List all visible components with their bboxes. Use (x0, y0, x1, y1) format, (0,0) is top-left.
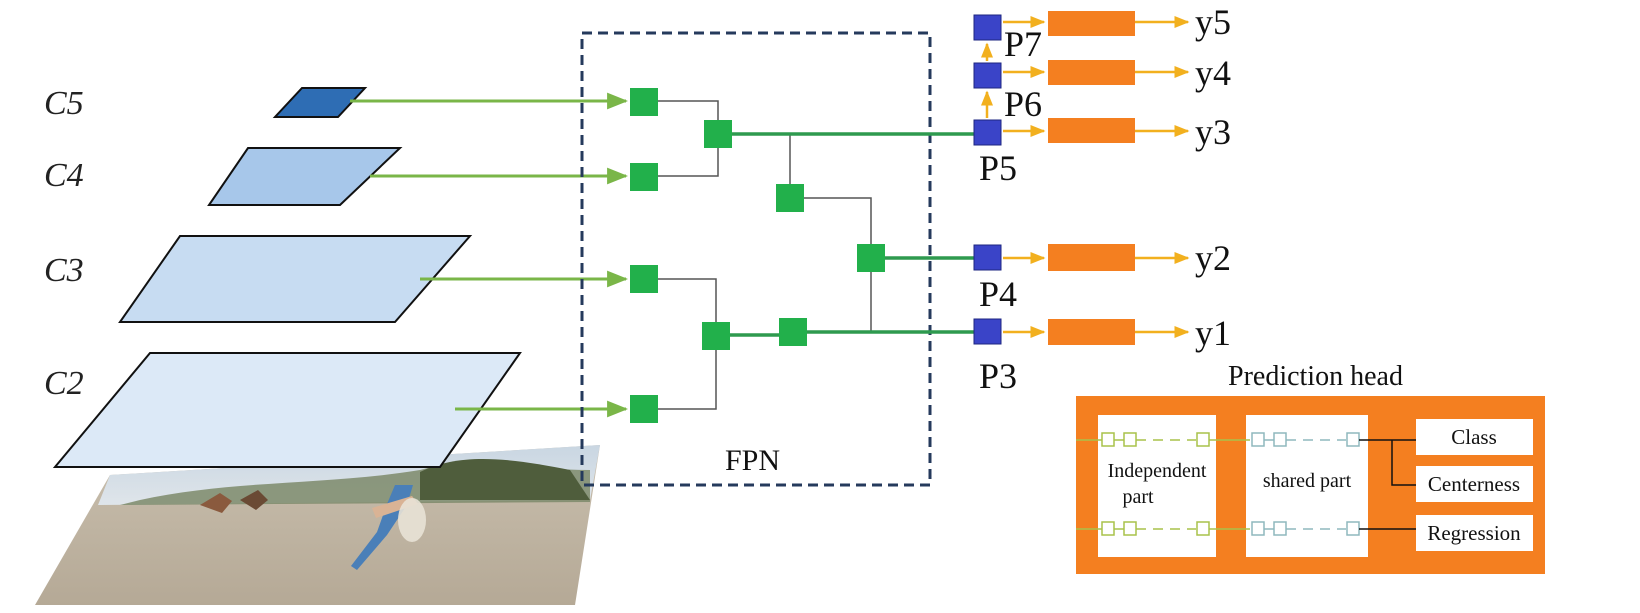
pyramid-node-p7 (973, 14, 1002, 41)
feature-level-c3 (118, 235, 473, 323)
fpn-output-lines (729, 132, 974, 337)
prediction-head-panel (1076, 396, 1545, 574)
level-label-c5: C5 (44, 85, 84, 122)
independent-part-label-line1: Independent (1108, 460, 1207, 482)
feature-level-c5 (272, 87, 368, 118)
fpn-label: FPN (725, 444, 780, 477)
pyramid-label-p5: P5 (979, 148, 1017, 188)
head-bar-p7 (1048, 11, 1135, 36)
head-bar-p5 (1048, 118, 1135, 143)
head-bar-p6 (1048, 60, 1135, 85)
fpn-node (704, 120, 732, 148)
pyramid-label-p7: P7 (1004, 24, 1042, 64)
shared-part-label: shared part (1263, 470, 1352, 492)
fpn-node (630, 265, 658, 293)
pyramid-label-p6: P6 (1004, 84, 1042, 124)
prediction-head-title: Prediction head (1228, 361, 1403, 392)
output-class-label: Class (1451, 425, 1497, 449)
fpn-node (702, 322, 730, 350)
feature-level-c4 (207, 147, 403, 206)
fpn-node (630, 395, 658, 423)
fpn-node (857, 244, 885, 272)
fpn-node (776, 184, 804, 212)
output-regression-label: Regression (1427, 521, 1521, 545)
pyramid-node-p5 (973, 119, 1002, 146)
pyramid-label-p3: P3 (979, 356, 1017, 396)
regression-output-box (1416, 515, 1533, 551)
level-label-c3: C3 (44, 252, 84, 289)
level-label-c2: C2 (44, 365, 84, 402)
fpn-node (779, 318, 807, 346)
pyramid-nodes (973, 14, 1002, 345)
fpn-connectors (658, 100, 872, 410)
output-label-y4: y4 (1195, 53, 1231, 93)
output-label-y1: y1 (1195, 313, 1231, 353)
pyramid-node-p3 (973, 318, 1002, 345)
head-bar-p3 (1048, 319, 1135, 345)
head-bars (1048, 11, 1135, 345)
input-image (35, 445, 600, 605)
output-centerness-label: Centerness (1428, 472, 1520, 496)
class-output-box (1416, 419, 1533, 455)
feature-level-c2 (52, 352, 522, 468)
pyramid-node-p4 (973, 244, 1002, 271)
fpn-node (630, 88, 658, 116)
fpn-node (630, 163, 658, 191)
head-bar-p4 (1048, 244, 1135, 271)
level-label-c4: C4 (44, 157, 84, 194)
independent-part-label-line2: part (1122, 486, 1154, 508)
output-label-y5: y5 (1195, 2, 1231, 42)
pyramid-label-p4: P4 (979, 274, 1017, 314)
pyramid-node-p6 (973, 62, 1002, 89)
centerness-output-box (1416, 466, 1533, 502)
fpn-nodes (630, 88, 885, 423)
output-label-y2: y2 (1195, 238, 1231, 278)
head-arrows (1003, 16, 1190, 338)
output-label-y3: y3 (1195, 112, 1231, 152)
